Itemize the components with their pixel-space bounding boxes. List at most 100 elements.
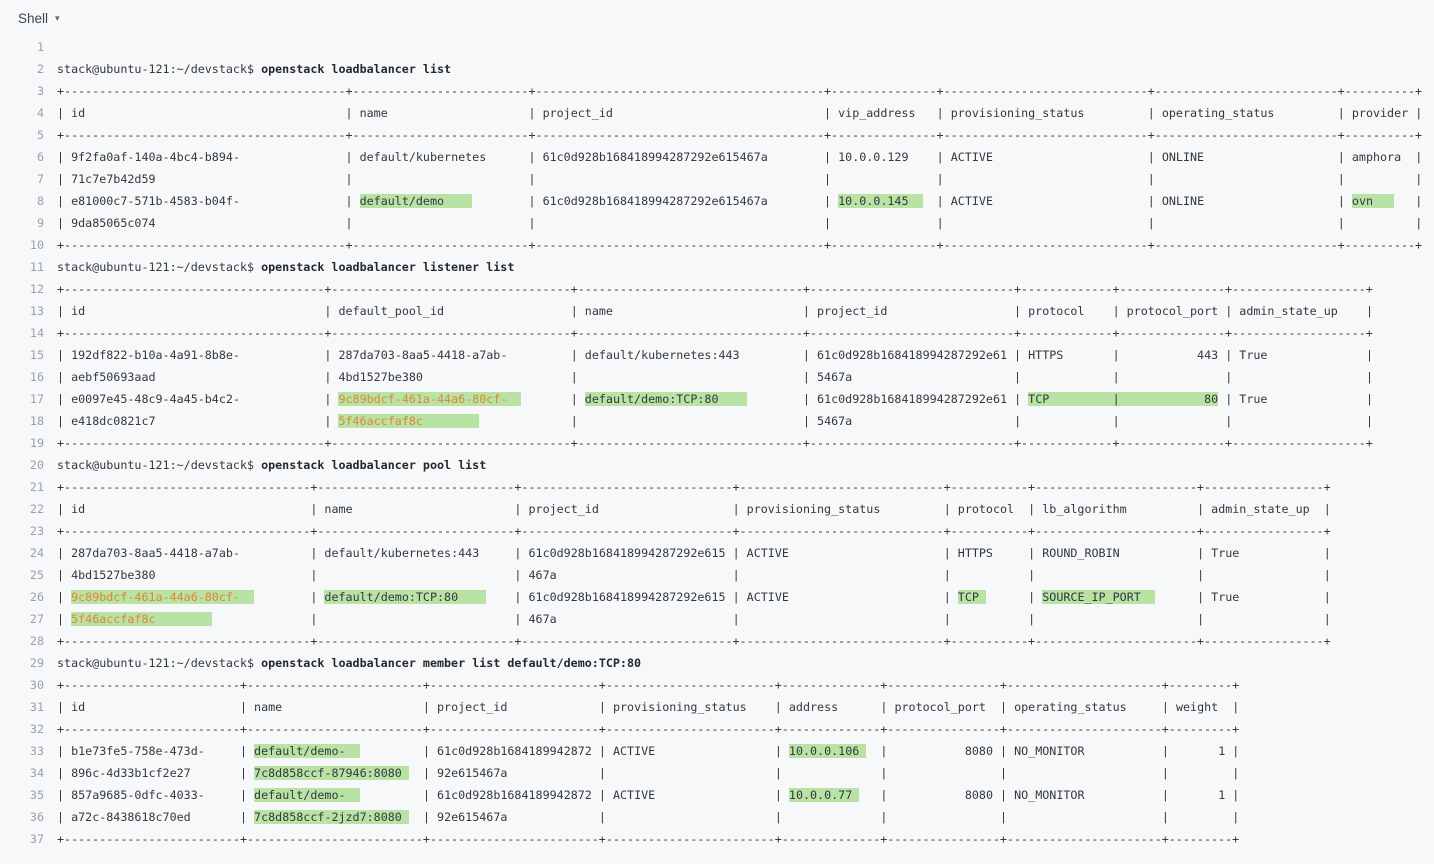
line-number: 29 xyxy=(29,656,44,670)
terminal-line: 13| id | default_pool_id | name | projec… xyxy=(0,300,1434,322)
line-number: 12 xyxy=(29,282,44,296)
terminal-line: 10+-------------------------------------… xyxy=(0,234,1434,256)
highlighted-text: 7c8d858ccf-87946:8080 xyxy=(254,766,409,780)
line-text: stack@ubuntu-121:~/devstack$ openstack l… xyxy=(57,62,452,76)
line-text: +-------------------------------------+-… xyxy=(57,436,1373,450)
line-text: | id | name | project_id | provisioning_… xyxy=(57,502,1331,516)
line-number: 6 xyxy=(36,150,44,164)
terminal-line: 2 stack@ubuntu-121:~/devstack$ openstack … xyxy=(0,58,1434,80)
terminal-line: 8 | e81000c7-571b-4583-b04f- | default/de… xyxy=(0,190,1434,212)
line-number: 27 xyxy=(29,612,44,626)
terminal-line: 15 | 192df822-b10a-4a91-8b8e- | 287da703-… xyxy=(0,344,1434,366)
line-text: | id | name | project_id | provisioning_… xyxy=(57,700,1240,714)
command-text: openstack loadbalancer pool list xyxy=(261,458,487,472)
line-number: 14 xyxy=(29,326,44,340)
highlighted-text: default/demo:TCP:80 xyxy=(584,392,747,406)
highlighted-text: 5f46accfaf8c xyxy=(71,612,212,626)
line-number: 19 xyxy=(29,436,44,450)
line-text: +---------------------------------------… xyxy=(57,128,1423,142)
highlighted-text: TCP xyxy=(957,590,986,604)
chevron-down-icon: ▾ xyxy=(55,12,60,23)
terminal-line: 17 | e0097e45-48c9-4a45-b4c2- | 9c89bdcf-… xyxy=(0,388,1434,410)
line-text: +-------------------------+-------------… xyxy=(57,832,1240,846)
terminal-line: 12 +-------------------------------------… xyxy=(0,278,1434,300)
highlighted-text: 10.0.0.106 xyxy=(788,744,867,758)
terminal-line: 11 stack@ubuntu-121:~/devstack$ openstack… xyxy=(0,256,1434,278)
terminal-line: 32+-------------------------+-----------… xyxy=(0,718,1434,740)
highlighted-text: 5f46accfaf8c xyxy=(338,414,480,428)
highlighted-text: | xyxy=(1105,392,1127,406)
shell-dropdown[interactable]: Shell ▾ xyxy=(14,9,64,28)
line-number: 24 xyxy=(29,546,44,560)
line-number: 5 xyxy=(36,128,44,142)
highlighted-text: 9c89bdcf-461a-44a6-80cf- xyxy=(338,392,522,406)
terminal-line: 27 | 5f46accfaf8c | | 467a | | | | | xyxy=(0,608,1434,630)
line-number: 17 xyxy=(29,392,44,406)
line-number: 8 xyxy=(36,194,44,208)
line-text: | e0097e45-48c9-4a45-b4c2- | 9c89bdcf-46… xyxy=(57,392,1373,406)
line-number: 10 xyxy=(29,238,44,252)
line-number: 22 xyxy=(29,502,44,516)
line-text: | 857a9685-0dfc-4033- | default/demo- | … xyxy=(57,788,1240,802)
line-text: | e418dc0821c7 | 5f46accfaf8c | | 5467a … xyxy=(57,414,1373,428)
line-number: 16 xyxy=(29,370,44,384)
line-text: +-------------------------+-------------… xyxy=(57,722,1240,736)
terminal-line: 16 | aebf50693aad | 4bd1527be380 | | 5467… xyxy=(0,366,1434,388)
terminal-line: 25 | 4bd1527be380 | | 467a | | | | | xyxy=(0,564,1434,586)
terminal-line: 22 | id | name | project_id | provisionin… xyxy=(0,498,1434,520)
highlighted-text: 7c8d858ccf-2jzd7:8080 xyxy=(254,810,409,824)
terminal-line: 21+-----------------------------------+-… xyxy=(0,476,1434,498)
line-number: 33 xyxy=(29,744,44,758)
terminal-line: 9 | 9da85065c074 | | | | | | | xyxy=(0,212,1434,234)
line-text: stack@ubuntu-121:~/devstack$ openstack l… xyxy=(57,260,515,274)
line-number: 11 xyxy=(29,260,44,274)
highlighted-text: default/demo:TCP:80 xyxy=(324,590,487,604)
highlighted-text: TCP xyxy=(1028,392,1106,406)
terminal-line: 14 +-------------------------------------… xyxy=(0,322,1434,344)
line-text: +-----------------------------------+---… xyxy=(57,524,1331,538)
line-number: 2 xyxy=(36,62,44,76)
line-number: 30 xyxy=(29,678,44,692)
terminal-line: 26| 9c89bdcf-461a-44a6-80cf- | default/d… xyxy=(0,586,1434,608)
line-number: 31 xyxy=(29,700,44,714)
line-number: 15 xyxy=(29,348,44,362)
line-text: | b1e73fe5-758e-473d- | default/demo- | … xyxy=(57,744,1240,758)
line-number: 13 xyxy=(29,304,44,318)
line-text: | 287da703-8aa5-4418-a7ab- | default/kub… xyxy=(57,546,1331,560)
line-text: | 9f2fa0af-140a-4bc4-b894- | default/kub… xyxy=(57,150,1423,164)
line-number: 21 xyxy=(29,480,44,494)
highlighted-text: default/demo xyxy=(359,194,473,208)
line-number: 18 xyxy=(29,414,44,428)
topbar: Shell ▾ xyxy=(0,0,1434,32)
line-text: | a72c-8438618c70ed | 7c8d858ccf-2jzd7:8… xyxy=(57,810,1240,824)
line-text: +-------------------------------------+-… xyxy=(57,282,1373,296)
line-number: 9 xyxy=(36,216,44,230)
line-number: 1 xyxy=(36,40,44,54)
line-text: | 4bd1527be380 | | 467a | | | | | xyxy=(57,568,1331,582)
line-text: +-------------------------------------+-… xyxy=(57,326,1373,340)
terminal-line: 6 | 9f2fa0af-140a-4bc4-b894- | default/ku… xyxy=(0,146,1434,168)
line-number: 20 xyxy=(29,458,44,472)
line-text: stack@ubuntu-121:~/devstack$ openstack l… xyxy=(57,458,487,472)
line-text: | 5f46accfaf8c | | 467a | | | | | xyxy=(57,612,1331,626)
command-text: openstack loadbalancer member list defau… xyxy=(261,656,642,670)
line-number: 35 xyxy=(29,788,44,802)
line-number: 26 xyxy=(29,590,44,604)
command-text: openstack loadbalancer listener list xyxy=(261,260,515,274)
terminal-line: 4| id | name | project_id | vip_address … xyxy=(0,102,1434,124)
terminal-line: 19 +-------------------------------------… xyxy=(0,432,1434,454)
line-number: 7 xyxy=(36,172,44,186)
terminal-line: 5 +--------------------------------------… xyxy=(0,124,1434,146)
line-text: | aebf50693aad | 4bd1527be380 | | 5467a … xyxy=(57,370,1373,384)
line-text: | 9da85065c074 | | | | | | | xyxy=(57,216,1423,230)
shell-dropdown-label: Shell xyxy=(18,10,49,26)
terminal-line: 18 | e418dc0821c7 | 5f46accfaf8c | | 5467… xyxy=(0,410,1434,432)
terminal-line: 1 xyxy=(0,36,1434,58)
line-number: 36 xyxy=(29,810,44,824)
line-text: | e81000c7-571b-4583-b04f- | default/dem… xyxy=(57,194,1423,208)
line-number: 25 xyxy=(29,568,44,582)
line-text: | 192df822-b10a-4a91-8b8e- | 287da703-8a… xyxy=(57,348,1373,362)
line-text: | 896c-4d33b1cf2e27 | 7c8d858ccf-87946:8… xyxy=(57,766,1240,780)
